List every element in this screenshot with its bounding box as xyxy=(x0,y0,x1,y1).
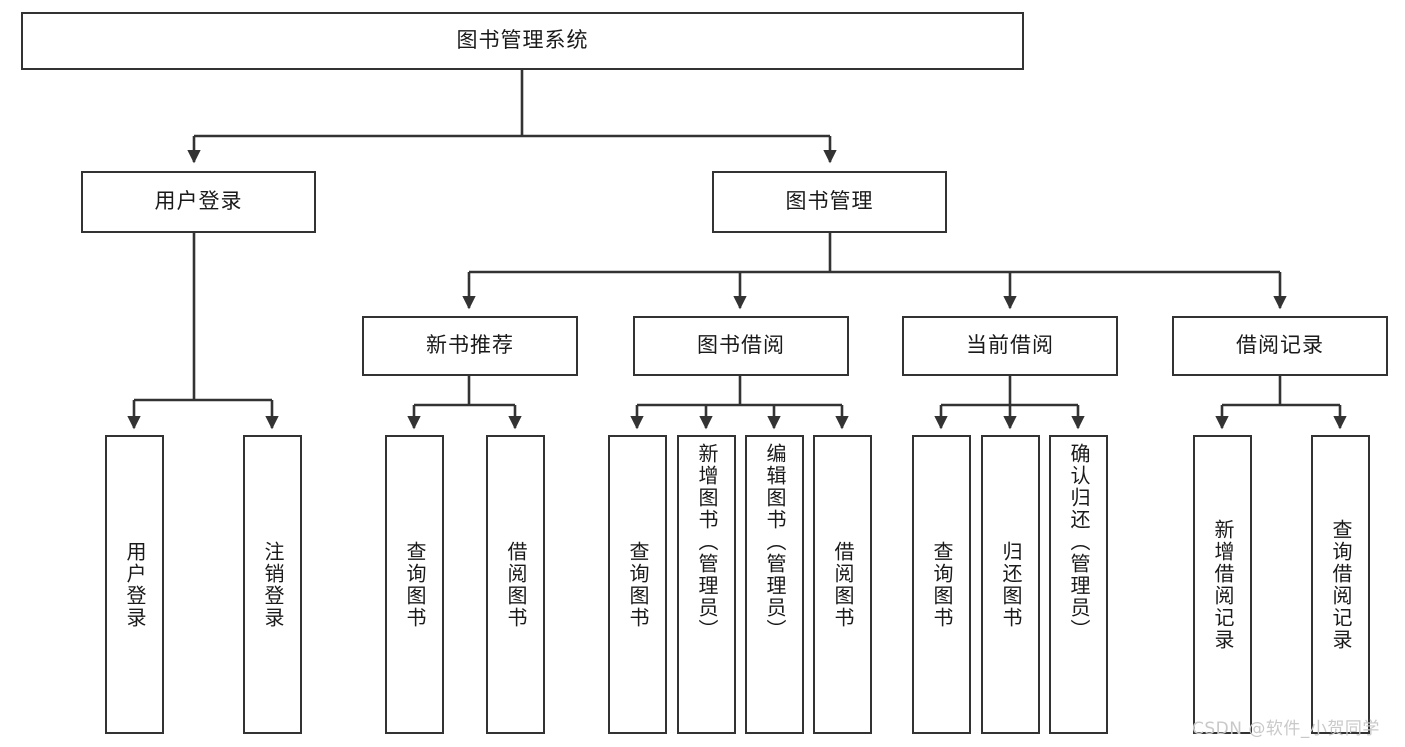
node-leaf-query-book-1[interactable]: 查询图书 xyxy=(385,435,444,734)
node-label: 图书借阅 xyxy=(697,333,785,358)
node-label: 归还图书 xyxy=(999,540,1023,629)
node-leaf-confirm-return[interactable]: 确认归还（管理员） xyxy=(1049,435,1108,734)
node-label: 注销登录 xyxy=(261,540,285,629)
node-label: 查询借阅记录 xyxy=(1329,518,1353,651)
node-label: 用户登录 xyxy=(154,189,243,214)
node-label: 用户登录 xyxy=(123,540,147,629)
node-leaf-query-book-3[interactable]: 查询图书 xyxy=(912,435,971,734)
node-leaf-return-book[interactable]: 归还图书 xyxy=(981,435,1040,734)
node-label: 新书推荐 xyxy=(426,333,514,358)
node-label: 借阅记录 xyxy=(1236,333,1324,358)
node-label: 查询图书 xyxy=(403,540,427,629)
node-book-management-system[interactable]: 图书管理系统 xyxy=(21,12,1024,70)
node-book-manage[interactable]: 图书管理 xyxy=(712,171,947,233)
node-label: 新增借阅记录 xyxy=(1211,518,1235,651)
node-new-book-recommend[interactable]: 新书推荐 xyxy=(362,316,578,376)
node-current-borrow[interactable]: 当前借阅 xyxy=(902,316,1118,376)
node-leaf-user-login[interactable]: 用户登录 xyxy=(105,435,164,734)
node-leaf-add-book[interactable]: 新增图书（管理员） xyxy=(677,435,736,734)
node-label: 图书管理 xyxy=(785,189,874,214)
node-leaf-query-record[interactable]: 查询借阅记录 xyxy=(1311,435,1370,734)
node-leaf-user-logout[interactable]: 注销登录 xyxy=(243,435,302,734)
node-borrow-record[interactable]: 借阅记录 xyxy=(1172,316,1388,376)
node-leaf-query-book-2[interactable]: 查询图书 xyxy=(608,435,667,734)
node-label: 新增图书（管理员） xyxy=(695,443,719,641)
node-leaf-add-record[interactable]: 新增借阅记录 xyxy=(1193,435,1252,734)
node-label: 查询图书 xyxy=(626,540,650,629)
node-label: 确认归还（管理员） xyxy=(1067,443,1091,641)
node-book-borrow[interactable]: 图书借阅 xyxy=(633,316,849,376)
node-leaf-borrow-book-1[interactable]: 借阅图书 xyxy=(486,435,545,734)
node-leaf-borrow-book-2[interactable]: 借阅图书 xyxy=(813,435,872,734)
node-label: 当前借阅 xyxy=(966,333,1054,358)
node-label: 借阅图书 xyxy=(831,540,855,629)
node-label: 查询图书 xyxy=(930,540,954,629)
node-label: 编辑图书（管理员） xyxy=(763,443,787,641)
node-user-login[interactable]: 用户登录 xyxy=(81,171,316,233)
node-label: 图书管理系统 xyxy=(456,28,589,53)
node-leaf-edit-book[interactable]: 编辑图书（管理员） xyxy=(745,435,804,734)
node-label: 借阅图书 xyxy=(504,540,528,629)
